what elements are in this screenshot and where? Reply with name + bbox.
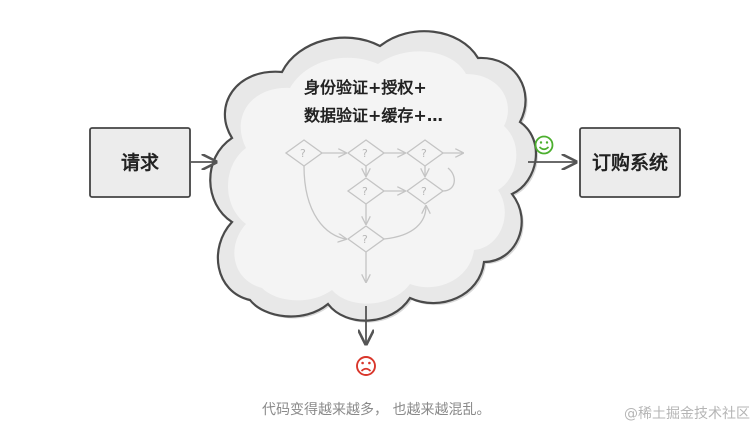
decision-mark: ?	[421, 185, 427, 198]
decision-mark: ?	[362, 147, 368, 160]
flow-connector	[303, 165, 346, 239]
request-box: 请求	[89, 127, 191, 198]
decision-mark: ?	[421, 147, 427, 160]
decision-diamond	[405, 177, 445, 205]
cloud-inner	[228, 51, 517, 304]
order-system-box: 订购系统	[579, 127, 681, 198]
tangled-flowchart	[284, 139, 463, 282]
decision-mark: ?	[362, 185, 368, 198]
decision-marks: ? ? ? ? ? ?	[300, 147, 427, 246]
order-system-box-label: 订购系统	[592, 151, 668, 174]
flow-connector	[442, 167, 455, 192]
diagram-caption: 代码变得越来越多， 也越来越混乱。	[262, 401, 490, 418]
cloud-text-line-2: 数据验证+缓存+…	[304, 106, 443, 125]
watermark: @稀土掘金技术社区	[624, 406, 750, 422]
cloud-text-line-1: 身份验证+授权+	[304, 78, 427, 97]
flow-connector	[383, 206, 426, 240]
smiley-face-icon	[534, 135, 554, 155]
request-box-label: 请求	[121, 151, 160, 174]
decision-mark: ?	[300, 147, 306, 160]
process-cloud	[209, 30, 538, 323]
decision-mark: ?	[362, 233, 368, 246]
frowning-face-icon	[356, 356, 376, 376]
